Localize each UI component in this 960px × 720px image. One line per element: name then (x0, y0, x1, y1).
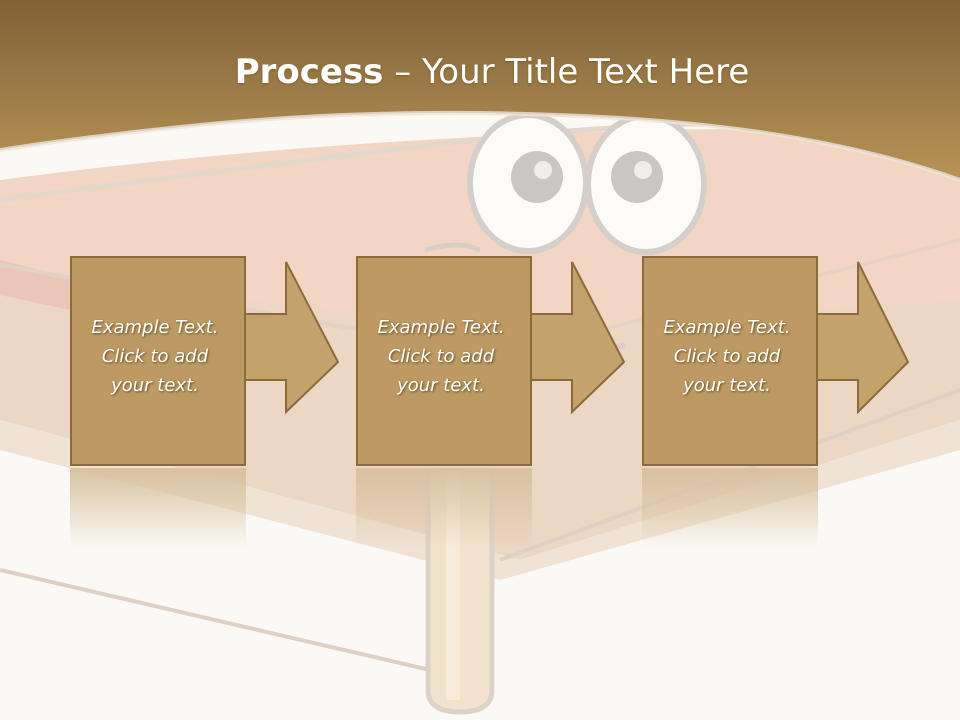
slide-title: Process – Your Title Text Here (0, 52, 960, 92)
process-arrow-1 (70, 256, 340, 466)
process-arrow-2 (356, 256, 626, 466)
process-step-3[interactable]: Example Text. Click to add your text. (642, 256, 910, 468)
step-text[interactable]: Example Text. Click to add your text. (91, 317, 219, 396)
process-step-1[interactable]: Example Text. Click to add your text. (70, 256, 340, 468)
title-rest: – Your Title Text Here (383, 52, 750, 92)
step-reflection-3 (642, 468, 818, 548)
title-bold: Process (234, 52, 384, 92)
step-reflection-2 (356, 468, 532, 548)
step-text[interactable]: Example Text. Click to add your text. (377, 317, 505, 396)
step-reflection-1 (70, 468, 246, 548)
step-text[interactable]: Example Text. Click to add your text. (663, 317, 791, 396)
process-step-2[interactable]: Example Text. Click to add your text. (356, 256, 626, 468)
process-arrow-3 (642, 256, 910, 466)
